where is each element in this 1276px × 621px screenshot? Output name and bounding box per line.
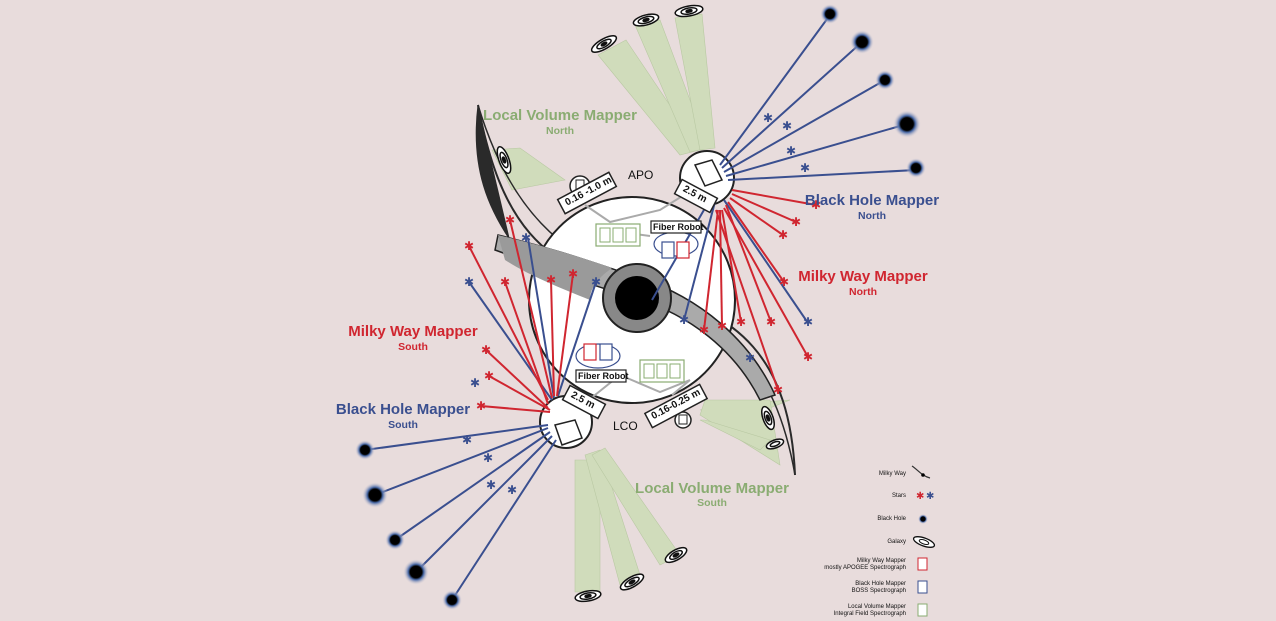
svg-text:✱: ✱ [811,198,821,212]
svg-text:✱: ✱ [916,491,924,502]
svg-text:✱: ✱ [773,383,783,397]
svg-text:✱: ✱ [483,451,493,465]
svg-text:✱: ✱ [699,323,709,337]
lco-small-box [643,383,709,429]
stars: ✱ ✱ ✱ ✱ ✱ ✱ ✱ ✱ ✱ ✱ ✱ ✱ ✱ ✱ ✱ ✱ ✱ ✱ ✱ ✱ … [462,111,821,497]
lco-label: LCO [613,419,638,433]
svg-text:✱: ✱ [591,275,601,289]
svg-text:✱: ✱ [481,343,491,357]
fiber-robot-north: Fiber Robot [653,222,704,232]
svg-text:✱: ✱ [568,267,578,281]
legend-galaxy: Galaxy [887,539,906,545]
legend-stars: Stars [891,493,906,499]
mwm-north-sub: North [849,286,877,298]
svg-text:✱: ✱ [500,275,510,289]
legend-bhm-line1: Black Hole Mapper [855,581,906,587]
svg-text:✱: ✱ [745,351,755,365]
instrument-links [569,184,701,416]
legend-lvm-line2: Integral Field Spectrograph [833,611,906,617]
svg-text:✱: ✱ [736,315,746,329]
legend-mwm: Milky Way Mapper mostly APOGEE Spectrogr… [824,558,906,572]
bhm-fibers [364,14,917,601]
svg-text:✱: ✱ [763,111,773,125]
svg-text:✱: ✱ [484,369,494,383]
svg-text:✱: ✱ [926,491,934,502]
svg-text:✱: ✱ [470,376,480,390]
lco-large-box [561,384,607,420]
legend-lvm-line1: Local Volume Mapper [847,604,906,610]
legend-symbols: ✱ ✱ [911,465,936,617]
mwm-south-sub: South [398,341,428,353]
apo-large-box [673,178,719,214]
mwm-fibers [468,189,817,413]
svg-text:✱: ✱ [779,275,789,289]
svg-text:✱: ✱ [800,161,810,175]
svg-text:✱: ✱ [505,213,515,227]
legend-mwm-line1: Milky Way Mapper [856,558,906,564]
svg-text:✱: ✱ [462,433,472,447]
apo-label: APO [628,168,654,182]
svg-text:✱: ✱ [717,319,727,333]
apo-small-box [556,171,618,215]
legend-bhm-line2: BOSS Spectrograph [851,588,906,594]
legend-bhm: Black Hole Mapper BOSS Spectrograph [852,581,906,595]
svg-text:✱: ✱ [476,399,486,413]
lvm-south-title: Local Volume Mapper [635,480,789,497]
lvm-north-title: Local Volume Mapper [483,107,637,124]
lvm-north-sub: North [546,125,574,137]
lvm-beams [491,13,791,593]
fiber-robot-south: Fiber Robot [578,371,629,381]
svg-text:✱: ✱ [778,228,788,242]
lvm-south-sub: South [697,497,727,509]
svg-text:✱: ✱ [464,275,474,289]
bhm-south-title: Black Hole Mapper [335,401,471,418]
bhm-south-sub: South [388,419,418,431]
bhm-mwm-spectrographs-south [575,343,621,369]
legend-mwm-line2: mostly APOGEE Spectrograph [824,565,906,571]
black-holes [355,4,926,610]
galaxies [496,4,785,603]
svg-text:✱: ✱ [803,315,813,329]
lvm-spectrograph-south [639,359,685,383]
svg-text:✱: ✱ [679,313,689,327]
svg-text:✱: ✱ [507,483,517,497]
bhm-north-sub: North [858,210,886,222]
bhm-north-title: Black Hole Mapper [804,192,940,209]
svg-text:✱: ✱ [791,215,801,229]
svg-text:✱: ✱ [464,239,474,253]
legend-black-hole: Black Hole [877,516,906,522]
svg-text:✱: ✱ [766,315,776,329]
legend-milky-way: Milky Way [878,471,906,477]
svg-text:✱: ✱ [546,273,556,287]
fiber-robot-box-north [650,220,702,234]
svg-text:✱: ✱ [521,231,531,245]
svg-text:✱: ✱ [786,144,796,158]
legend-lvm: Local Volume Mapper Integral Field Spect… [834,604,906,618]
fiber-robot-box-south [575,369,627,383]
svg-text:✱: ✱ [782,119,792,133]
svg-text:✱: ✱ [803,350,813,364]
svg-text:✱: ✱ [486,478,496,492]
lvm-spectrograph-north [595,223,641,247]
mwm-south-title: Milky Way Mapper [348,323,478,340]
mwm-north-title: Milky Way Mapper [798,268,928,285]
